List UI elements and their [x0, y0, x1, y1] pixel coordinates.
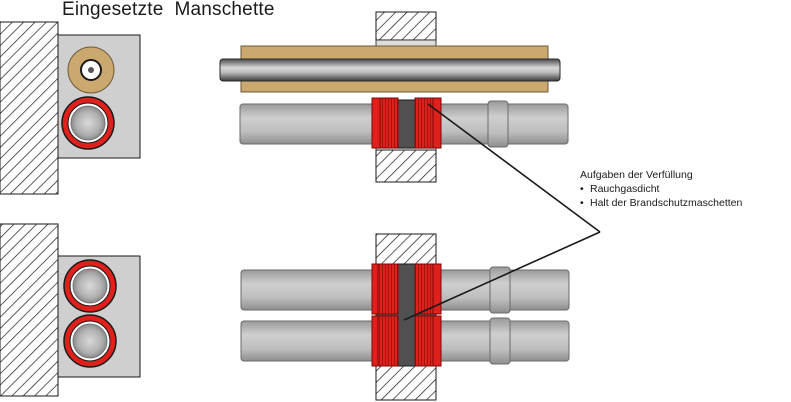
section-view-bottom — [240, 233, 570, 401]
collar-bottom-upper-left — [377, 263, 399, 315]
wall-section-bottom-upper — [375, 233, 437, 265]
collar-top-right — [414, 97, 436, 149]
collar-bottom-lower-left — [377, 315, 399, 367]
wall-hatch-bottom — [0, 223, 59, 397]
filling-tasks-note: Aufgaben der Verfüllung Rauchgasdicht Ha… — [580, 168, 742, 210]
wall-section-top-upper — [375, 11, 437, 41]
wall-section-bottom-lower — [375, 365, 437, 401]
steel-pipe — [219, 58, 561, 82]
note-item-collar-support: Halt der Brandschutzmaschetten — [580, 196, 742, 210]
front-view-bottom — [0, 223, 141, 397]
wall-hatch-top — [0, 21, 59, 195]
collar-bottom-upper-right — [414, 263, 436, 315]
front-view-top — [0, 21, 141, 195]
note-list: Rauchgasdicht Halt der Brandschutzmasche… — [580, 182, 742, 210]
leader-line-bottom — [403, 231, 601, 321]
section-view-top — [219, 11, 569, 183]
leader-lines — [403, 103, 601, 321]
collar-bottom-lower-right — [414, 315, 436, 367]
leader-line-top — [427, 103, 601, 233]
note-heading: Aufgaben der Verfüllung — [580, 169, 693, 181]
wall-section-top-lower — [375, 149, 437, 183]
diagram-title: Eingesetzte Manschette — [62, 0, 275, 20]
note-item-smoke-tight: Rauchgasdicht — [580, 182, 742, 196]
collar-top-left — [377, 97, 399, 149]
